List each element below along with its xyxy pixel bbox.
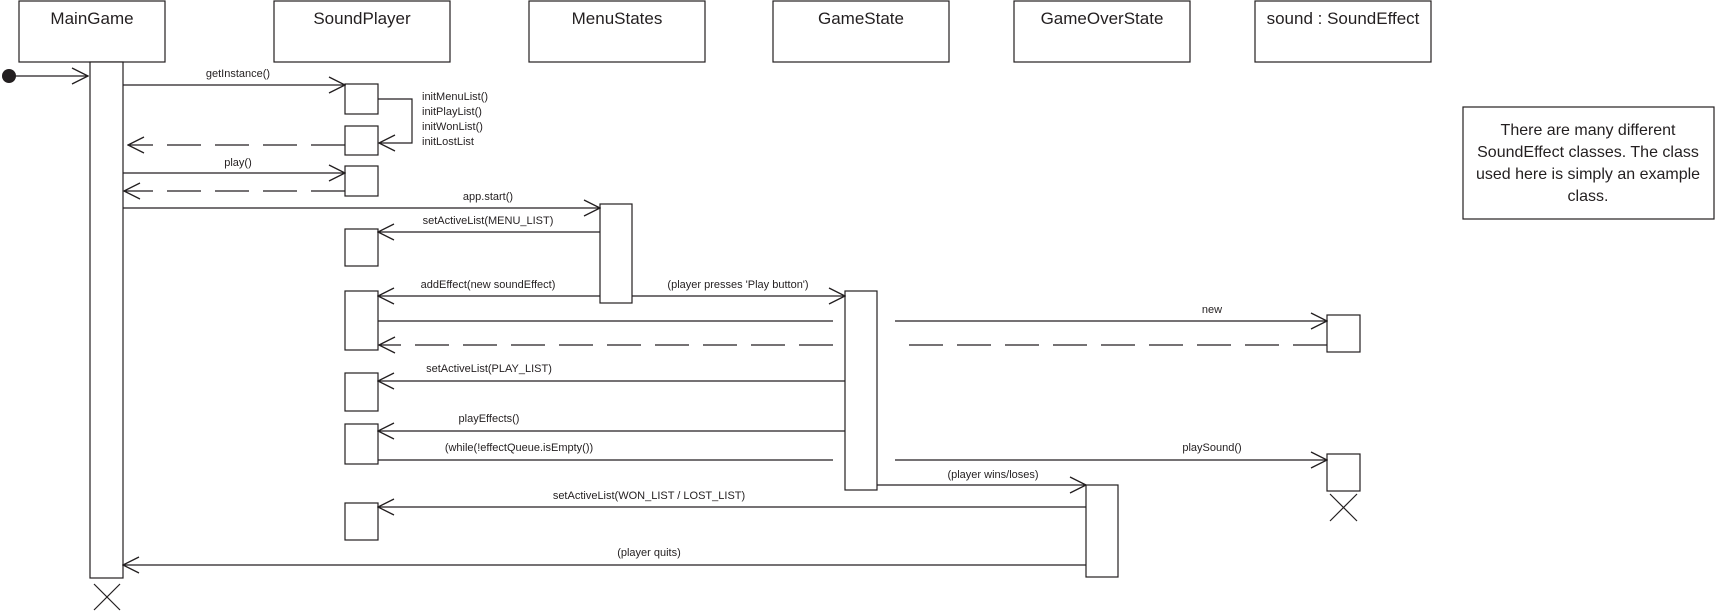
message-label: initLostList <box>422 136 474 148</box>
activation-sound-player <box>344 290 379 351</box>
message-label: addEffect(new soundEffect) <box>421 279 556 291</box>
destroy-x-icon <box>93 583 121 611</box>
message-label: (player quits) <box>617 547 681 559</box>
participant-game-over-state: GameOverState <box>1013 0 1191 63</box>
participant-sound-player: SoundPlayer <box>273 0 451 63</box>
participant-main-game: MainGame <box>18 0 166 63</box>
message-label: new <box>1202 304 1222 316</box>
activation-sound-player <box>344 502 379 541</box>
participant-label: SoundPlayer <box>313 9 411 28</box>
message-label: app.start() <box>463 191 513 203</box>
message-label: setActiveList(WON_LIST / LOST_LIST) <box>553 490 745 502</box>
self-call-arrow <box>378 98 413 143</box>
destroy-x-icon <box>1329 493 1358 522</box>
activation-sound-player <box>344 125 379 156</box>
message-label: initMenuList() <box>422 91 488 103</box>
message-label: play() <box>224 157 252 169</box>
activation-sound-player <box>344 83 379 115</box>
participant-game-state: GameState <box>772 0 950 63</box>
message-label: setActiveList(PLAY_LIST) <box>426 363 552 375</box>
participant-menu-states: MenuStates <box>528 0 706 63</box>
message-label: setActiveList(MENU_LIST) <box>423 215 554 227</box>
start-marker <box>2 69 88 83</box>
note-line: class. <box>1568 188 1609 205</box>
activation-game-state <box>844 290 878 491</box>
activation-sound-effect <box>1326 314 1361 353</box>
activation-main-game <box>89 61 124 579</box>
message-label: (player presses 'Play button') <box>667 279 808 291</box>
message-label: initPlayList() <box>422 106 482 118</box>
activation-menu-states <box>599 203 633 304</box>
participant-label: MenuStates <box>572 9 663 28</box>
activation-sound-effect <box>1326 453 1361 492</box>
participant-label: MainGame <box>50 9 133 28</box>
participant-label: GameState <box>818 9 904 28</box>
participant-label: sound : SoundEffect <box>1267 9 1420 28</box>
participant-label: GameOverState <box>1041 9 1164 28</box>
message-label: playEffects() <box>459 413 520 425</box>
activation-sound-player <box>344 165 379 197</box>
note-line: used here is simply an example <box>1476 166 1700 183</box>
activation-sound-player <box>344 372 379 412</box>
activation-sound-player <box>344 423 379 465</box>
activation-game-over-state <box>1085 484 1119 578</box>
note-box: There are many different SoundEffect cla… <box>1462 106 1715 220</box>
activation-sound-player <box>344 228 379 267</box>
participant-sound-effect: sound : SoundEffect <box>1254 0 1432 63</box>
note-line: SoundEffect classes. The class <box>1477 144 1699 161</box>
message-label: (while(!effectQueue.isEmpty()) <box>445 442 593 454</box>
message-label: playSound() <box>1182 442 1241 454</box>
message-label: getInstance() <box>206 68 270 80</box>
note-line: There are many different <box>1501 122 1676 139</box>
message-label: (player wins/loses) <box>947 469 1038 481</box>
message-label: initWonList() <box>422 121 483 133</box>
